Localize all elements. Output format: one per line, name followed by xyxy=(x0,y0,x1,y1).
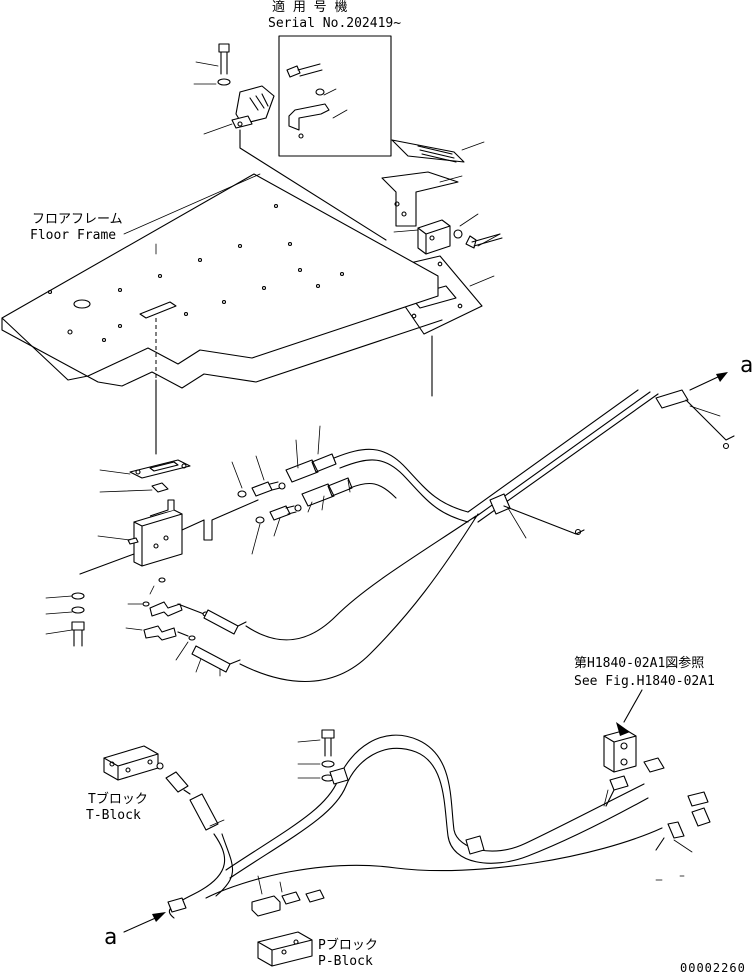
serial-inset-box xyxy=(278,35,392,157)
arrow-a-bottom-label: a xyxy=(104,925,118,950)
p-block-label-en: P-Block xyxy=(318,954,373,969)
hose-fittings-top xyxy=(191,425,353,673)
arrow-a-top-label: a xyxy=(740,353,754,378)
floor-frame-label-jp: フロアフレーム xyxy=(32,212,123,227)
valve-assembly xyxy=(45,459,259,677)
top-bolt-stack xyxy=(193,43,387,241)
reference-label-en: See Fig.H1840-02A1 xyxy=(574,674,715,689)
floor-frame-label-en: Floor Frame xyxy=(30,228,117,243)
serial-label-en: Serial No.202419~ xyxy=(268,16,402,31)
drawing-number: 00002260 xyxy=(680,961,746,975)
serial-label-jp: 適 用 号 機 xyxy=(272,0,348,15)
t-block-label-jp: Tブロック xyxy=(88,792,148,807)
p-block-label-jp: Pブロック xyxy=(318,938,378,953)
main-hose-runs xyxy=(239,372,735,682)
t-block-label-en: T-Block xyxy=(86,808,141,823)
floor-frame-plate xyxy=(1,173,443,455)
reference-label-jp: 第H1840-02A1図参照 xyxy=(574,656,705,671)
lower-hose-section xyxy=(103,689,711,967)
